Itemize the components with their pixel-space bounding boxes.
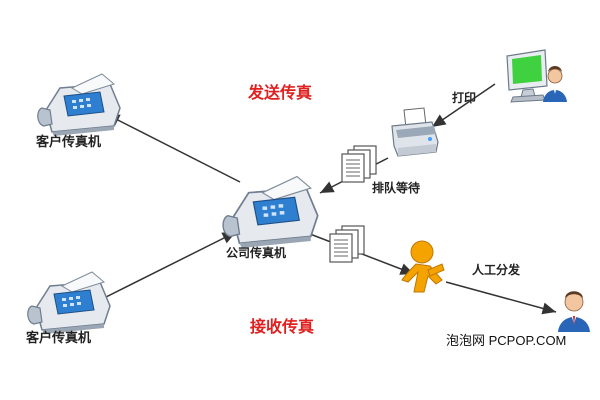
company-fax-icon bbox=[222, 175, 319, 249]
recipient-person-icon bbox=[558, 291, 590, 332]
client-fax-top-label: 客户传真机 bbox=[36, 134, 101, 150]
running-person-icon bbox=[401, 240, 445, 293]
arrow-computer-to-printer bbox=[431, 83, 496, 128]
received-documents-icon bbox=[329, 225, 365, 263]
send-fax-title: 发送传真 bbox=[247, 83, 312, 102]
printer-icon bbox=[391, 107, 439, 157]
queue-documents-icon bbox=[341, 145, 377, 183]
receive-fax-title: 接收传真 bbox=[250, 317, 314, 336]
arrow-bottom-client-to-company bbox=[99, 231, 237, 301]
arrow-company-to-top-client bbox=[105, 113, 241, 183]
watermark-text: 泡泡网 PCPOP.COM bbox=[446, 333, 566, 348]
client-fax-bottom-label: 客户传真机 bbox=[26, 330, 91, 346]
client-fax-bottom-icon bbox=[26, 271, 111, 335]
client-fax-top-icon bbox=[36, 73, 121, 137]
manual-dispatch-label: 人工分发 bbox=[472, 262, 521, 277]
queue-wait-label: 排队等待 bbox=[372, 180, 420, 195]
arrow-dispatch-to-recipient bbox=[445, 281, 557, 315]
computer-user-icon bbox=[506, 49, 567, 103]
company-fax-label: 公司传真机 bbox=[226, 245, 286, 260]
print-label: 打印 bbox=[452, 90, 476, 105]
